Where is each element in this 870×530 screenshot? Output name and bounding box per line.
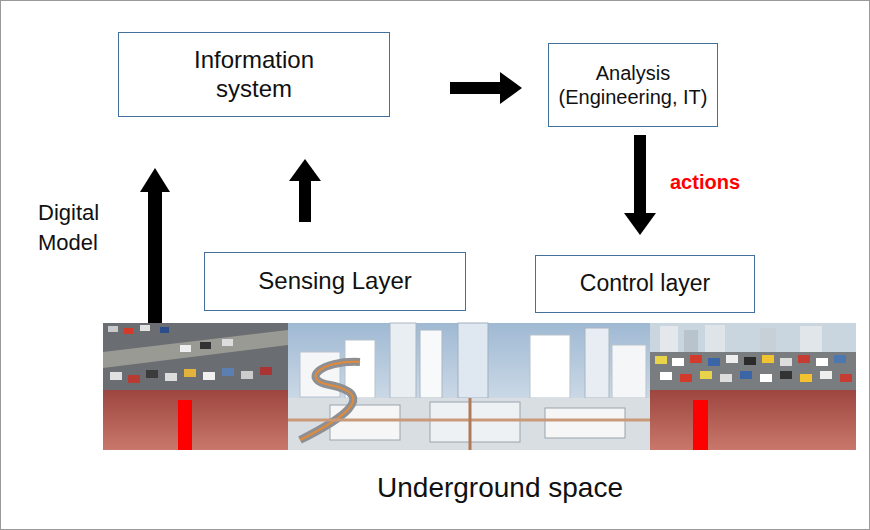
- block-arrow: [450, 72, 522, 104]
- process-box: Information system: [118, 32, 390, 117]
- arrow-label: Digital Model: [38, 198, 138, 257]
- arrow-shaft: [634, 135, 646, 215]
- block-arrow: [289, 159, 321, 222]
- edge-label: actions: [670, 171, 740, 194]
- arrow-head: [624, 213, 656, 235]
- arrow-shaft: [450, 82, 502, 94]
- box-label: Analysis (Engineering, IT): [558, 61, 708, 109]
- box-label: Information system: [169, 46, 339, 104]
- arrow-head: [289, 159, 321, 181]
- arrow-shaft: [299, 179, 311, 222]
- digital-model-arrow: [140, 168, 170, 323]
- figure-caption: Underground space: [300, 472, 700, 504]
- box-label: Sensing Layer: [258, 267, 411, 296]
- arrow-head: [500, 72, 522, 104]
- box-label: Control layer: [580, 270, 710, 298]
- process-box: Analysis (Engineering, IT): [548, 43, 718, 127]
- process-box: Control layer: [535, 255, 755, 313]
- process-box: Sensing Layer: [204, 252, 466, 311]
- block-arrow: [624, 135, 656, 235]
